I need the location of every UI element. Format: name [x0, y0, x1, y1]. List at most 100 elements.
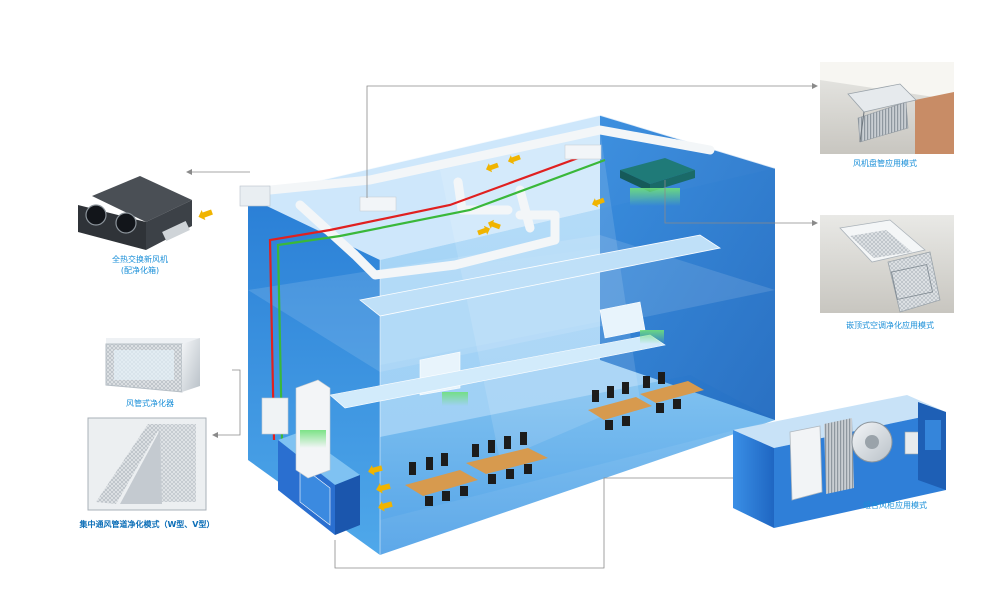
- chair: [622, 416, 630, 426]
- cassette-photo-grille: [850, 230, 912, 258]
- chair: [441, 453, 448, 466]
- air-handling-unit-icon: [733, 395, 946, 528]
- purifier-tower: [295, 379, 331, 479]
- fan-coil-photo-ceiling: [820, 62, 954, 100]
- ahu-coil: [824, 418, 854, 494]
- v-filter-shadow: [120, 430, 162, 504]
- cassette-label: 嵌顶式空调净化应用模式: [846, 321, 934, 330]
- ahu-door: [789, 425, 823, 501]
- table-top: [466, 448, 548, 474]
- heat-recovery-ventilator-icon: [78, 176, 192, 250]
- fan-coil-photo-wall: [915, 92, 954, 154]
- table-top: [588, 397, 652, 420]
- chair: [506, 469, 514, 479]
- green-pipe: [276, 158, 606, 441]
- airflow-arrows: [198, 154, 605, 512]
- airflow-arrow: [591, 197, 605, 208]
- purifier-box-filter: [114, 350, 174, 380]
- hrv-label-line2: (配净化箱): [120, 266, 160, 275]
- v-filter-left-panel: [96, 424, 162, 504]
- fan-coil-glow: [630, 188, 680, 206]
- duct-purifier-box-icon: [105, 338, 200, 393]
- chair: [472, 444, 479, 457]
- chair: [409, 462, 416, 475]
- table-top: [405, 470, 478, 496]
- floor-ahu: [261, 379, 360, 535]
- floor-ahu-side: [335, 475, 360, 535]
- fan-coil-photo-unit: [847, 83, 917, 113]
- purifier-box-top: [106, 338, 200, 344]
- ahu-label: 组合风柜应用模式: [863, 501, 927, 510]
- chair: [488, 440, 495, 453]
- ahu-fan-hub: [865, 435, 879, 449]
- ahu-end-panel: [925, 420, 941, 450]
- chair: [504, 436, 511, 449]
- chair: [673, 399, 681, 409]
- floor-ahu-panel: [299, 464, 331, 526]
- v-filter-edge: [87, 417, 207, 511]
- v-filter-right-panel: [158, 424, 196, 502]
- fresh-air-duct: [515, 185, 535, 233]
- hrv-port-right: [115, 212, 137, 234]
- fresh-air-duct: [295, 200, 560, 280]
- lower-duct: [329, 334, 666, 409]
- hrv-bracket: [162, 220, 190, 242]
- cassette-ac-icon: [820, 215, 954, 313]
- fan-coil-label: 风机盘管应用模式: [853, 159, 917, 168]
- leader-arrowhead: [812, 83, 818, 89]
- airflow-arrow: [198, 209, 213, 221]
- v-filter-icon: [87, 417, 207, 511]
- chair: [425, 496, 433, 506]
- fan-coil-photo-vent: [857, 101, 909, 143]
- leader-arrowhead: [186, 169, 192, 175]
- red-pipe: [268, 148, 601, 441]
- chair: [442, 491, 450, 501]
- chair: [607, 386, 614, 398]
- hrv-port-left: [85, 204, 107, 226]
- leader-line: [366, 85, 812, 198]
- duct-purifier-label: 风管式净化器: [126, 399, 174, 408]
- purifier-tower-glow: [300, 430, 326, 448]
- chair: [658, 372, 665, 384]
- leader-arrowhead: [812, 220, 818, 226]
- floor: [290, 375, 775, 555]
- table-top: [640, 381, 704, 403]
- purifier-tower-base: [261, 397, 289, 435]
- duct-box-unit: [359, 196, 397, 212]
- refrigerant-pipes: [268, 148, 606, 441]
- airflow-arrow: [507, 154, 521, 165]
- fan-coil-photo-hinge: [859, 111, 865, 143]
- purifier-box-side: [182, 338, 200, 392]
- ceiling-units: [239, 144, 695, 212]
- main-duct: [359, 234, 722, 317]
- fan-coil-unit-side: [620, 170, 650, 192]
- leader-line: [334, 477, 736, 569]
- ahu-front: [733, 430, 774, 528]
- hrv-top: [92, 176, 192, 222]
- leader-line: [218, 369, 241, 436]
- conference-furniture: [405, 372, 704, 506]
- leader-line: [664, 180, 812, 224]
- fresh-air-ducts: [245, 125, 715, 280]
- chair: [524, 464, 532, 474]
- hrv-port: [239, 185, 271, 207]
- table-group: [405, 432, 548, 506]
- hrv-label: 全热交换新风机 (配净化箱): [90, 254, 190, 276]
- hrv-side: [146, 200, 192, 250]
- chair: [426, 457, 433, 470]
- chair: [656, 403, 664, 413]
- airflow-arrow: [376, 483, 391, 494]
- roof-edge: [247, 114, 776, 198]
- ceiling-fan-coil-icon: [820, 62, 954, 154]
- fresh-air-duct: [453, 177, 513, 215]
- building-volume: [247, 114, 776, 555]
- hrv-label-line1: 全热交换新风机: [112, 255, 168, 264]
- fresh-air-duct: [245, 125, 715, 197]
- chair: [605, 420, 613, 430]
- vent-outlet-glow: [442, 392, 468, 406]
- airflow-arrow: [485, 162, 499, 173]
- airflow-arrow: [368, 465, 383, 476]
- ahu-panel: [904, 431, 920, 455]
- chair: [460, 486, 468, 496]
